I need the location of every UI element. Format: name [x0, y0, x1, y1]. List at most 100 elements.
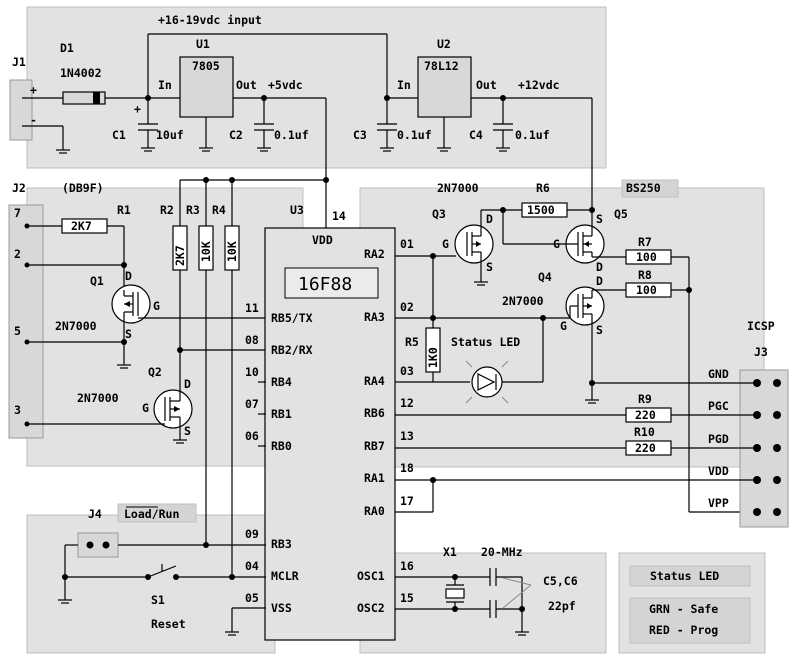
- status-led-label: Status LED: [451, 335, 520, 349]
- j2-type-label: (DB9F): [62, 181, 104, 195]
- load-run-label: Load/Run: [124, 507, 179, 521]
- r5-label: R5: [405, 335, 419, 349]
- q1-d: D: [125, 269, 132, 283]
- r3-label: R3: [186, 203, 200, 217]
- pin-number: 13: [400, 429, 414, 443]
- q5-s: S: [596, 212, 603, 226]
- pin-name: VSS: [271, 601, 292, 615]
- j1-plus-label: +: [30, 83, 37, 97]
- d1-part-label: 1N4002: [60, 66, 102, 80]
- j1-label: J1: [12, 55, 26, 69]
- q2-g: G: [142, 401, 149, 415]
- legend-title-box: [629, 565, 751, 587]
- legend-line-red: RED - Prog: [649, 623, 718, 637]
- q3-d: D: [486, 212, 493, 226]
- freq-label: 20-MHz: [481, 545, 523, 559]
- j1-minus-label: -: [30, 113, 37, 127]
- s1-reset-switch[interactable]: [145, 564, 179, 580]
- r8-label: R8: [638, 268, 652, 282]
- r7-label: R7: [638, 235, 652, 249]
- j3-pins: [753, 379, 781, 516]
- icsp-pin-pgd: PGD: [708, 432, 729, 446]
- pin-number: 11: [245, 301, 259, 315]
- pin-name: RB0: [271, 439, 292, 453]
- clock-panel: [359, 552, 607, 654]
- pin-name: OSC1: [357, 569, 385, 583]
- j2-pin2: 2: [14, 247, 21, 261]
- pin-number: 07: [245, 397, 259, 411]
- legend-body-box: [629, 597, 751, 644]
- 12v-label: +12vdc: [518, 78, 560, 92]
- j1-connector: [9, 79, 33, 141]
- icsp-pin-gnd: GND: [708, 367, 729, 381]
- q4-s: S: [596, 323, 603, 337]
- q4-d: D: [596, 274, 603, 288]
- q3-g: G: [442, 237, 449, 251]
- j4-jumper[interactable]: [77, 532, 119, 558]
- u3-vdd-label: VDD: [312, 233, 333, 247]
- u2-regulator: [417, 56, 472, 118]
- c1-plus-label: +: [134, 102, 141, 116]
- q5-part-label: BS250: [626, 181, 661, 195]
- r1-value: 2K7: [71, 219, 92, 233]
- c3-label: C3: [353, 128, 367, 142]
- load-run-box: [117, 503, 197, 523]
- pin-number: 15: [400, 591, 414, 605]
- pin-number: 10: [245, 365, 259, 379]
- pin-name: OSC2: [357, 601, 385, 615]
- pin-name: RB6: [364, 406, 385, 420]
- q2-mosfet: [153, 389, 193, 429]
- pin-number: 12: [400, 396, 414, 410]
- u1-label: U1: [196, 37, 210, 51]
- u1-out-label: Out: [236, 78, 257, 92]
- pin-number: 01: [400, 237, 414, 251]
- u1-regulator: [179, 56, 234, 118]
- pin-number: 03: [400, 364, 414, 378]
- u3-label: U3: [290, 203, 304, 217]
- r9-label: R9: [638, 392, 652, 406]
- u3-part-box: [284, 267, 379, 299]
- r1-label: R1: [117, 203, 131, 217]
- d1-diode: [62, 91, 106, 105]
- r5-value: 1K0: [426, 347, 440, 368]
- pin-name: RA3: [364, 310, 385, 324]
- r10-value: 220: [635, 441, 656, 455]
- u2-label: U2: [437, 37, 451, 51]
- pin-name: RB5/TX: [271, 311, 313, 325]
- q2-part-label: 2N7000: [77, 391, 119, 405]
- input-voltage-label: +16-19vdc input: [158, 13, 262, 27]
- u3-left-pins: 11 RB5/TX 08 RB2/RX 10 RB4 07 RB1 06 RB0…: [245, 301, 313, 615]
- pin-name: RA1: [364, 471, 385, 485]
- j2-pin7: 7: [14, 206, 21, 220]
- cap-value: 22pf: [548, 599, 576, 613]
- r6-value: 1500: [527, 203, 555, 217]
- q1-mosfet: [111, 284, 151, 324]
- c3-value: 0.1uf: [397, 128, 432, 142]
- u2-part-label: 78L12: [424, 59, 459, 73]
- q1-part-label: 2N7000: [55, 319, 97, 333]
- q4-label: Q4: [538, 270, 552, 284]
- q3-s: S: [486, 260, 493, 274]
- c2-value: 0.1uf: [274, 128, 309, 142]
- u3-right-pins: 01 RA2 02 RA3 03 RA4 12 RB6 13 RB7 18 RA…: [357, 237, 414, 615]
- s1-label: S1: [151, 593, 165, 607]
- r10-label: R10: [634, 425, 655, 439]
- r2-value: 2K7: [173, 245, 187, 266]
- u2-in-label: In: [397, 78, 411, 92]
- q2-label: Q2: [148, 365, 162, 379]
- pin-name: RB1: [271, 407, 292, 421]
- d1-label: D1: [60, 41, 74, 55]
- pin-number: 18: [400, 461, 414, 475]
- icsp-pin-vdd: VDD: [708, 464, 729, 478]
- c2-label: C2: [229, 128, 243, 142]
- pin-name: RA0: [364, 504, 385, 518]
- j2-label: J2: [12, 181, 26, 195]
- 5v-label: +5vdc: [268, 78, 303, 92]
- j3-label: J3: [754, 345, 768, 359]
- pin-number: 16: [400, 559, 414, 573]
- reset-label: Reset: [151, 617, 186, 631]
- pin-name: RB4: [271, 375, 292, 389]
- r4-value: 10K: [225, 241, 239, 262]
- pin-name: MCLR: [271, 569, 299, 583]
